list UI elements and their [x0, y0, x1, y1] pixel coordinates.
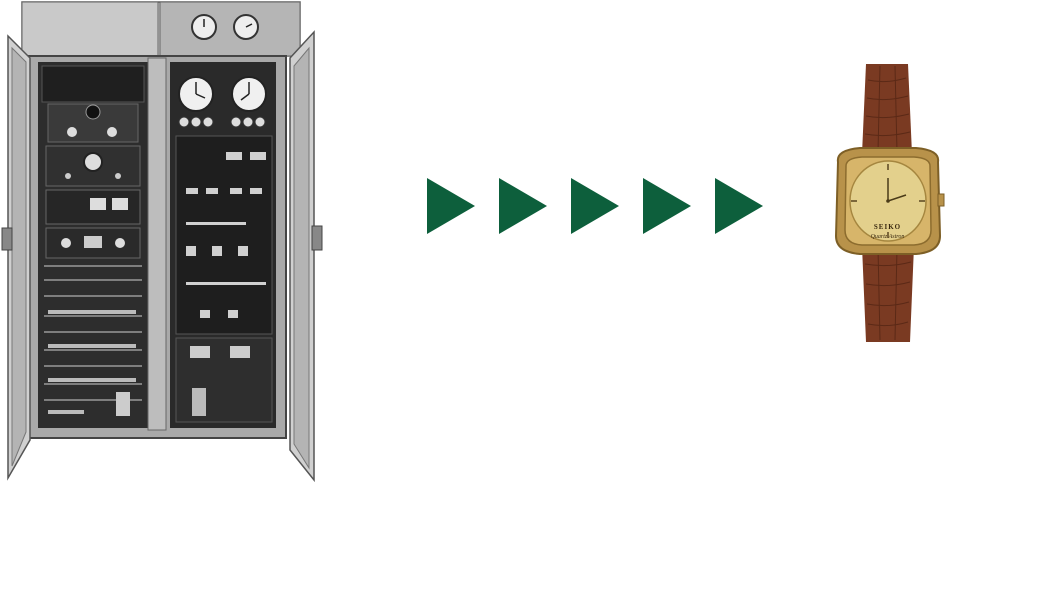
- triangle-right-icon: [427, 178, 475, 234]
- triangle-right-icon: [643, 178, 691, 234]
- quartz-wristwatch-image: SEIKO Quartz Astron: [820, 58, 955, 348]
- wristwatch-drawing: [834, 64, 945, 342]
- triangle-right-icon: [571, 178, 619, 234]
- quartz-clock-cabinet-image: [1, 1, 323, 483]
- watch-model-label: Quartz Astron: [870, 234, 905, 240]
- watch-brand-label: SEIKO: [873, 223, 902, 231]
- triangle-right-icon: [715, 178, 763, 234]
- arrow-sequence: [420, 176, 770, 240]
- triangle-right-icon: [499, 178, 547, 234]
